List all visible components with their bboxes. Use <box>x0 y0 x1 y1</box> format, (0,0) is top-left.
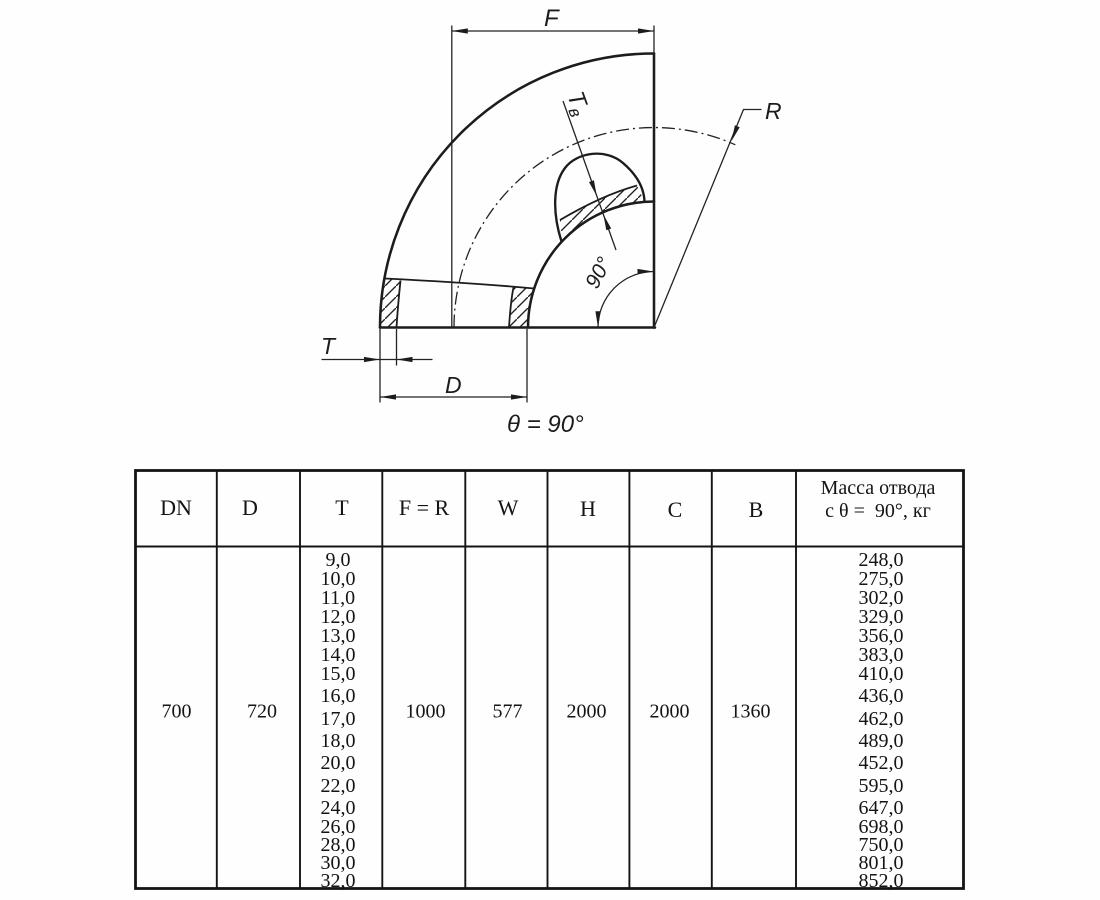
svg-text:Tв: Tв <box>559 88 594 120</box>
svg-text:R: R <box>765 98 782 124</box>
svg-text:F: F <box>544 5 560 32</box>
svg-text:D: D <box>445 372 462 398</box>
svg-text:90°: 90° <box>581 254 616 293</box>
svg-text:T: T <box>321 333 337 359</box>
svg-text:θ = 90°: θ = 90° <box>507 411 584 438</box>
